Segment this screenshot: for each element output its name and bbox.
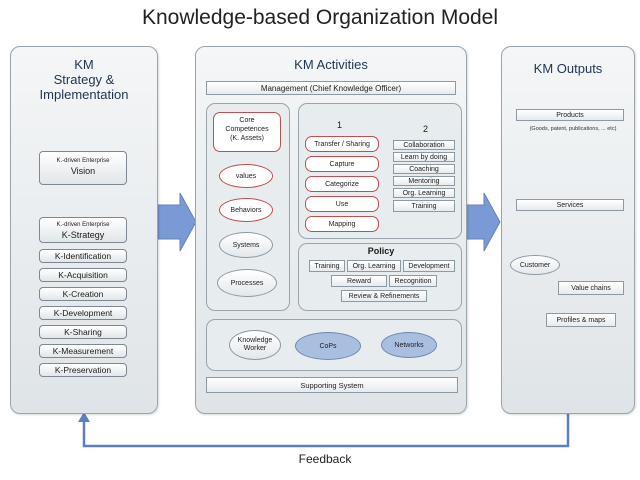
knowledge-worker-label: Worker xyxy=(243,345,267,352)
networks-oval: Networks xyxy=(381,332,437,358)
km-strategy-title-line: KM xyxy=(74,57,94,72)
k-measurement-box: K-Measurement xyxy=(39,344,127,358)
products-box: Products xyxy=(516,109,624,121)
people-group: Knowledge Worker CoPs Networks xyxy=(206,319,462,371)
km-outputs-title: KM Outputs xyxy=(533,61,603,76)
cops-oval: CoPs xyxy=(295,332,361,360)
km-outputs-panel: KM Outputs Products (Goods, patent, publ… xyxy=(501,46,635,414)
feedback-line xyxy=(82,412,570,448)
k-strategy-box: K.-driven Enterprise K-Strategy xyxy=(39,217,127,243)
policy-review-box: Review & Refinements xyxy=(341,290,427,302)
values-oval: values xyxy=(219,164,273,188)
km-strategy-title: KM Strategy & Implementation xyxy=(11,57,157,102)
col1-number: 1 xyxy=(337,120,343,130)
policy-group: Policy Training Org. Learning Developmen… xyxy=(298,243,462,311)
org-learning-box: Org. Learning xyxy=(393,188,455,198)
policy-org-learning-box: Org. Learning xyxy=(347,260,401,272)
k-acquisition-box: K-Acquisition xyxy=(39,268,127,282)
coaching-box: Coaching xyxy=(393,164,455,174)
behaviors-oval: Behaviors xyxy=(219,198,273,222)
use-box: Use xyxy=(305,196,379,212)
core-competences-box: Core Competences (K. Assets) xyxy=(213,112,281,152)
k-identification-box: K-Identification xyxy=(39,249,127,263)
customer-oval: Customer xyxy=(510,255,560,275)
profiles-maps-box: Profiles & maps xyxy=(546,313,616,327)
knowledge-worker-oval: Knowledge Worker xyxy=(229,330,281,360)
training-box: Training xyxy=(393,200,455,212)
supporting-system-bar: Supporting System xyxy=(206,377,458,393)
processes-oval: Processes xyxy=(217,269,277,297)
collaboration-box: Collaboration xyxy=(393,140,455,150)
core-line: (K. Assets) xyxy=(230,135,264,142)
km-strategy-panel: KM Strategy & Implementation K.-driven E… xyxy=(10,46,158,414)
mapping-box: Mapping xyxy=(305,216,379,232)
strategy-label: K-Strategy xyxy=(61,230,105,240)
k-sharing-box: K-Sharing xyxy=(39,325,127,339)
learn-by-doing-box: Learn by doing xyxy=(393,152,455,162)
core-competences-group: Core Competences (K. Assets) values Beha… xyxy=(206,103,290,311)
transfer-sharing-box: Transfer / Sharing xyxy=(305,136,379,152)
services-box: Services xyxy=(516,199,624,211)
feedback-arrowhead xyxy=(78,412,90,422)
km-strategy-title-line: Implementation xyxy=(39,87,129,102)
core-line: Core xyxy=(239,117,255,124)
capture-box: Capture xyxy=(305,156,379,172)
activities-group: 1 2 Transfer / Sharing Capture Categoriz… xyxy=(298,103,462,239)
policy-recognition-box: Recognition xyxy=(389,275,437,287)
col2-number: 2 xyxy=(423,124,429,134)
value-chains-box: Value chains xyxy=(558,281,624,295)
k-development-box: K-Development xyxy=(39,306,127,320)
core-line: Competences xyxy=(225,126,269,133)
systems-oval: Systems xyxy=(219,232,273,258)
arrow-left-to-middle xyxy=(157,192,197,252)
feedback-label: Feedback xyxy=(298,452,352,466)
vision-label: Vision xyxy=(70,166,96,176)
products-note: (Goods, patent, publications, ... etc) xyxy=(529,126,617,132)
policy-title: Policy xyxy=(367,246,395,256)
km-strategy-title-line: Strategy & xyxy=(53,72,115,87)
management-bar: Management (Chief Knowledge Officer) xyxy=(206,81,456,95)
km-activities-panel: KM Activities Management (Chief Knowledg… xyxy=(195,46,467,414)
knowledge-worker-label: Knowledge xyxy=(237,337,273,344)
diagram-title: Knowledge-based Organization Model xyxy=(141,6,499,29)
policy-training-box: Training xyxy=(309,260,345,272)
k-creation-box: K-Creation xyxy=(39,287,127,301)
arrow-middle-to-right xyxy=(465,192,501,252)
policy-development-box: Development xyxy=(403,260,455,272)
strategy-small-label: K.-driven Enterprise xyxy=(56,222,110,228)
categorize-box: Categorize xyxy=(305,176,379,192)
vision-small-label: K.-driven Enterprise xyxy=(56,158,110,164)
vision-box: K.-driven Enterprise Vision xyxy=(39,151,127,185)
k-preservation-box: K-Preservation xyxy=(39,363,127,377)
policy-reward-box: Reward xyxy=(331,275,387,287)
mentoring-box: Mentoring xyxy=(393,176,455,186)
km-activities-title: KM Activities xyxy=(294,57,368,72)
